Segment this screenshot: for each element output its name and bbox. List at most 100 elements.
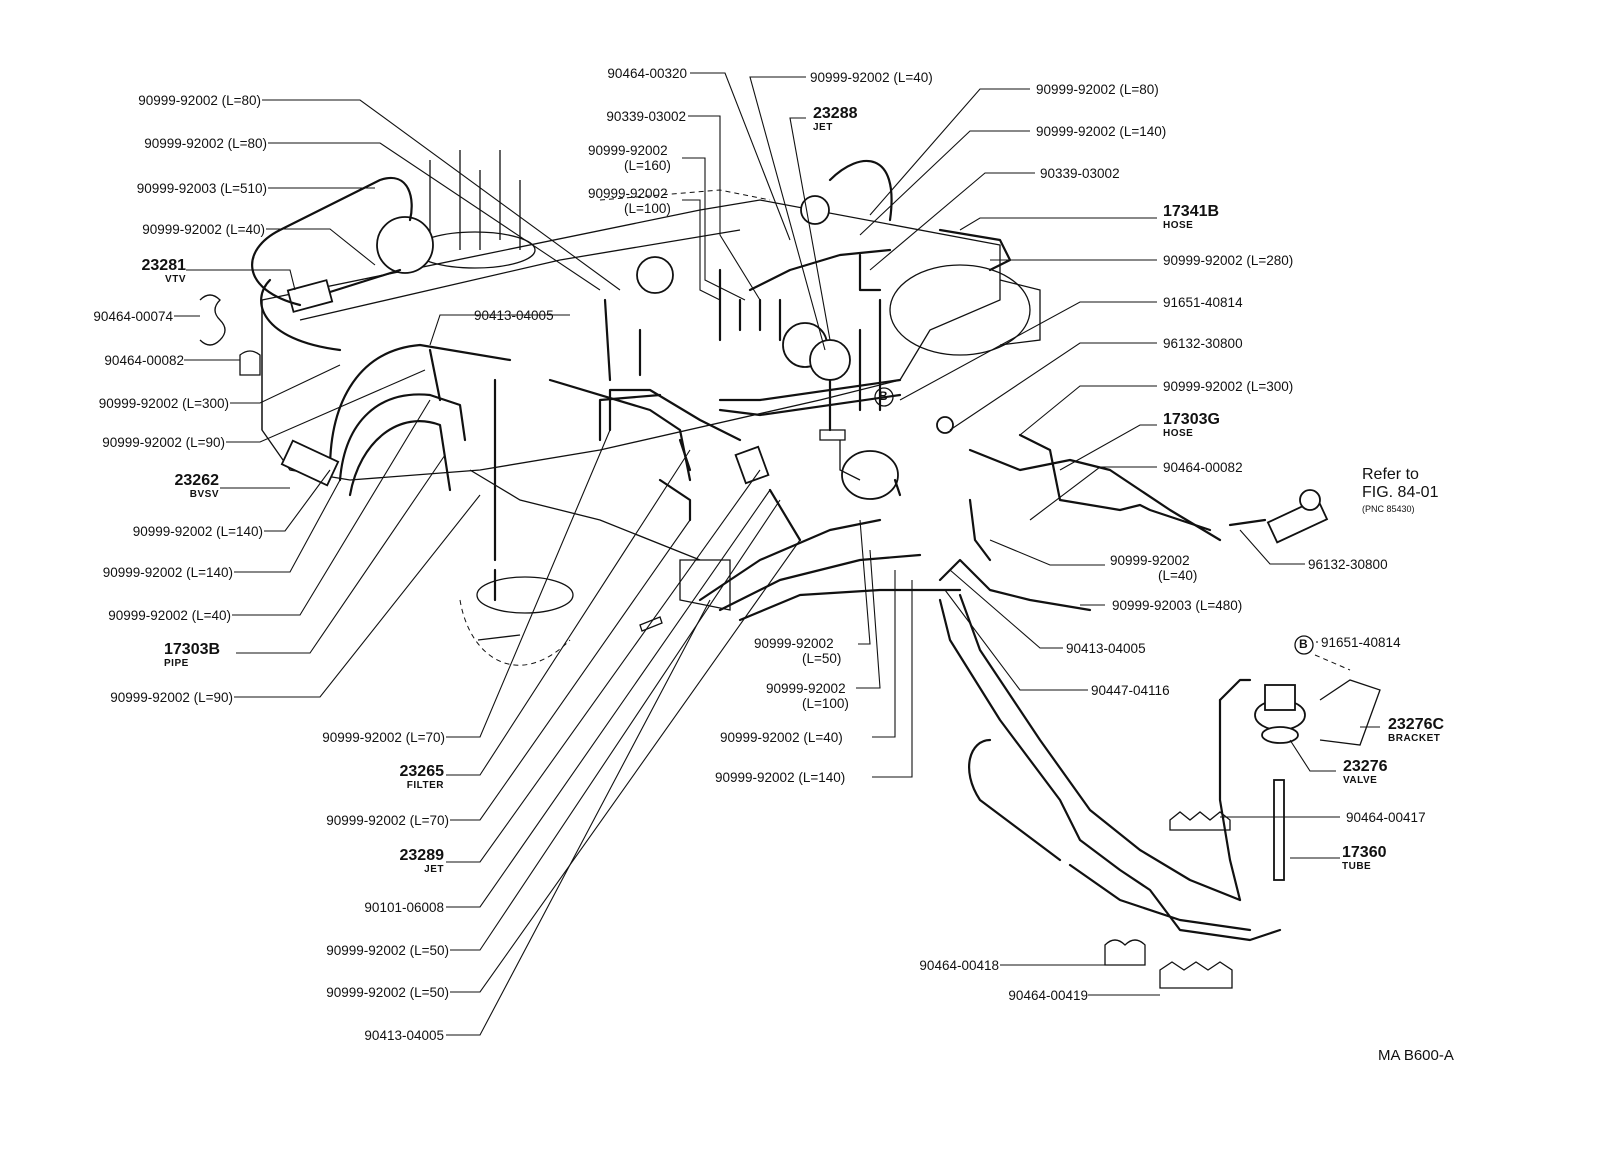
callout-90464-00419: 90464-00419 bbox=[1008, 988, 1088, 1003]
callout-90999-92002-l300-a: 90999-92002 (L=300) bbox=[98, 396, 229, 411]
callout-17360: 17360 TUBE bbox=[1342, 844, 1387, 873]
marker-b-upper: B bbox=[879, 389, 888, 403]
part-name-bvsv: BVSV bbox=[189, 489, 219, 500]
callout-23289: 23289 JET bbox=[399, 847, 445, 876]
callout-17303g: 17303G HOSE bbox=[1163, 411, 1220, 440]
callout-90413-04005-c: 90413-04005 bbox=[1066, 641, 1146, 656]
marker-b-lower: B bbox=[1299, 637, 1308, 651]
callout-90464-00418: 90464-00418 bbox=[919, 958, 999, 973]
leader-lines bbox=[174, 72, 1380, 1036]
callout-96132-30800-a: 96132-30800 bbox=[1163, 336, 1243, 351]
part-number-90999-92002-l160: 90999-92002 bbox=[588, 143, 668, 158]
callout-90999-92002-l50-c: 90999-92002 (L=50) bbox=[754, 636, 841, 666]
part-name-hose-17303g: HOSE bbox=[1163, 428, 1194, 439]
part-name-tube: TUBE bbox=[1342, 861, 1372, 872]
callout-90413-04005-b: 90413-04005 bbox=[474, 308, 554, 323]
part-name-jet-23288: JET bbox=[813, 122, 833, 133]
part-number-23265: 23265 bbox=[399, 763, 445, 780]
part-number-90999-92002-l50-c: 90999-92002 bbox=[754, 636, 834, 651]
callout-90339-03002-a: 90339-03002 bbox=[606, 109, 686, 124]
callout-90999-92002-l140-b: 90999-92002 (L=140) bbox=[102, 565, 233, 580]
diagram-code: MA B600-A bbox=[1378, 1047, 1454, 1064]
part-number-17360: 17360 bbox=[1342, 844, 1387, 861]
length-l160: (L=160) bbox=[624, 158, 671, 173]
callout-17303b: 17303B PIPE bbox=[164, 641, 221, 670]
hose-left-group bbox=[251, 177, 512, 562]
callout-90999-92002-l300-b: 90999-92002 (L=300) bbox=[1163, 379, 1294, 394]
callout-23262: 23262 BVSV bbox=[174, 472, 220, 501]
callout-23276c: 23276C BRACKET bbox=[1388, 716, 1445, 745]
refer-figure-text: FIG. 84-01 bbox=[1362, 484, 1439, 501]
callout-96132-30800-b: 96132-30800 bbox=[1308, 557, 1388, 572]
part-number-17303g: 17303G bbox=[1163, 411, 1220, 428]
part-number-23276c: 23276C bbox=[1388, 716, 1445, 733]
refer-pnc-text: (PNC 85430) bbox=[1362, 504, 1415, 514]
callout-90999-92002-l70-a: 90999-92002 (L=70) bbox=[322, 730, 445, 745]
callout-90101-06008: 90101-06008 bbox=[364, 900, 444, 915]
part-name-valve: VALVE bbox=[1343, 775, 1378, 786]
part-name-pipe: PIPE bbox=[164, 658, 189, 669]
callout-90999-92002-l100-a: 90999-92002 (L=100) bbox=[588, 186, 671, 216]
upper-right-components bbox=[718, 159, 1041, 441]
filter-jet-shapes bbox=[678, 438, 962, 622]
callout-90999-92002-l40-c: 90999-92002 (L=40) bbox=[810, 70, 933, 85]
clamp-shapes bbox=[199, 294, 1233, 989]
callout-90464-00417: 90464-00417 bbox=[1346, 810, 1426, 825]
valve-23276-shape bbox=[1254, 654, 1381, 881]
callout-90464-00082-b: 90464-00082 bbox=[1163, 460, 1243, 475]
callout-91651-40814-a: 91651-40814 bbox=[1163, 295, 1243, 310]
callout-90999-92002-l140-a: 90999-92002 (L=140) bbox=[132, 524, 263, 539]
callout-90999-92003-l510: 90999-92003 (L=510) bbox=[136, 181, 267, 196]
part-name-filter: FILTER bbox=[406, 780, 444, 791]
callout-90999-92002-l80-b: 90999-92002 (L=80) bbox=[144, 136, 267, 151]
callout-23265: 23265 FILTER bbox=[399, 763, 445, 792]
right-hose-group bbox=[839, 416, 1222, 542]
length-l40-d: (L=40) bbox=[1158, 568, 1198, 583]
callout-90999-92002-l80-c: 90999-92002 (L=80) bbox=[1036, 82, 1159, 97]
part-number-90999-92002-l40-d: 90999-92002 bbox=[1110, 553, 1190, 568]
callout-90999-92002-l40-b: 90999-92002 (L=40) bbox=[108, 608, 231, 623]
part-number-23281: 23281 bbox=[141, 257, 187, 274]
length-l50-c: (L=50) bbox=[802, 651, 842, 666]
callout-90999-92002-l140-d: 90999-92002 (L=140) bbox=[715, 770, 846, 785]
part-number-23289: 23289 bbox=[399, 847, 445, 864]
pipe-bundle-center bbox=[548, 256, 742, 522]
part-number-23262: 23262 bbox=[174, 472, 220, 489]
part-number-17303b: 17303B bbox=[164, 641, 221, 658]
callout-90999-92002-l280: 90999-92002 (L=280) bbox=[1163, 253, 1294, 268]
part-name-jet-23289: JET bbox=[424, 864, 444, 875]
callout-90999-92002-l80-a: 90999-92002 (L=80) bbox=[138, 93, 261, 108]
callout-23281: 23281 VTV bbox=[141, 257, 187, 286]
length-l100-a: (L=100) bbox=[624, 201, 671, 216]
callout-90999-92002-l90-a: 90999-92002 (L=90) bbox=[102, 435, 225, 450]
callout-90339-03002-b: 90339-03002 bbox=[1040, 166, 1120, 181]
callout-90999-92002-l50-a: 90999-92002 (L=50) bbox=[326, 943, 449, 958]
callout-90999-92002-l40-a: 90999-92002 (L=40) bbox=[142, 222, 265, 237]
part-number-90999-92002-l100-a: 90999-92002 bbox=[588, 186, 668, 201]
callout-90464-00320: 90464-00320 bbox=[607, 66, 687, 81]
callout-90999-92003-l480: 90999-92003 (L=480) bbox=[1112, 598, 1243, 613]
refer-to-text: Refer to bbox=[1362, 466, 1419, 483]
callout-17341b: 17341B HOSE bbox=[1163, 204, 1219, 232]
part-number-23288: 23288 bbox=[813, 105, 858, 122]
callout-91651-40814-b: 91651-40814 bbox=[1321, 635, 1401, 650]
part-number-23276: 23276 bbox=[1343, 758, 1388, 775]
reference-markers bbox=[874, 387, 1314, 655]
part-name-vtv: VTV bbox=[165, 274, 186, 285]
callout-90999-92002-l40-d: 90999-92002 (L=40) bbox=[1110, 553, 1197, 583]
part-name-hose-17341b: HOSE bbox=[1163, 220, 1194, 231]
callout-90999-92002-l50-b: 90999-92002 (L=50) bbox=[326, 985, 449, 1000]
engine-outline bbox=[261, 189, 1001, 561]
length-l100-b: (L=100) bbox=[802, 696, 849, 711]
callout-90447-04116: 90447-04116 bbox=[1091, 683, 1170, 698]
canister-shape bbox=[459, 568, 574, 666]
callout-90413-04005-a: 90413-04005 bbox=[364, 1028, 444, 1043]
callout-90999-92002-l160: 90999-92002 (L=160) bbox=[588, 143, 671, 173]
callout-90999-92002-l90-b: 90999-92002 (L=90) bbox=[110, 690, 233, 705]
bvsv-shape bbox=[280, 439, 340, 487]
callout-23276: 23276 VALVE bbox=[1343, 758, 1388, 787]
callout-23288: 23288 JET bbox=[813, 105, 858, 134]
callout-90464-00074: 90464-00074 bbox=[93, 309, 173, 324]
